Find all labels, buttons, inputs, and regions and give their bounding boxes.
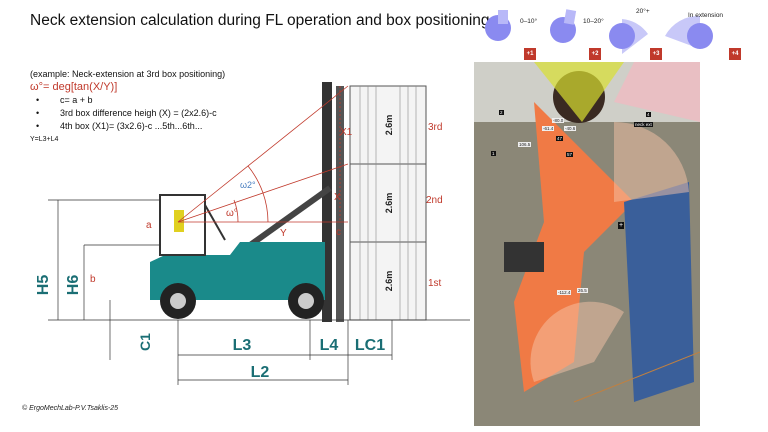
level-3rd: 3rd	[428, 122, 442, 133]
head-flexion-icon	[550, 9, 577, 43]
box-height-label: 2.6m	[384, 271, 394, 292]
photo-label: neck ext	[634, 122, 653, 127]
posture-score: +2	[589, 48, 601, 60]
slide-title: Neck extension calculation during FL ope…	[30, 12, 490, 29]
photo-value: -40.6	[564, 126, 577, 131]
dim-l2: L2	[251, 364, 270, 381]
photo-value: -61.4	[542, 126, 555, 131]
level-1st: 1st	[428, 278, 442, 289]
label-omega2: ω2°	[240, 180, 256, 190]
formula-block: (example: Neck-extension at 3rd box posi…	[30, 68, 225, 146]
label-y: Y	[280, 228, 287, 239]
posture-3: 20°+ +3	[600, 4, 670, 62]
posture-score: +4	[729, 48, 741, 60]
operator-photo: 2 4 neck ext 1 -80.0 -61.4 -40.6 106.5 4…	[474, 62, 700, 426]
head-flexion-icon	[485, 10, 511, 41]
forklift-diagram: 2.6m 2.6m 2.6m 3rd 2nd 1st X1 X c Y a b …	[35, 82, 470, 385]
posture-2: 10–20° +2	[545, 4, 615, 62]
photo-value: 106.5	[518, 142, 532, 147]
label-a: a	[146, 220, 152, 231]
posture-score: +1	[524, 48, 536, 60]
dim-l4: L4	[320, 337, 339, 354]
dim-l3: L3	[233, 337, 252, 354]
photo-label: 2	[499, 110, 504, 115]
y-definition: Y=L3+L4	[30, 136, 59, 143]
mast	[322, 82, 332, 322]
photo-value: 26.5	[577, 288, 588, 293]
head-extension-icon	[665, 15, 713, 49]
photo-label: 1	[491, 151, 496, 156]
label-x: X	[334, 192, 341, 203]
label-omega: ω°	[226, 208, 238, 219]
posture-4: In extension +4	[660, 4, 760, 62]
posture-score: +3	[650, 48, 662, 60]
label-b: b	[90, 274, 96, 285]
dim-c1: C1	[137, 333, 153, 351]
bullet-c: c= a + b	[60, 95, 93, 105]
posture-range: 0–10°	[520, 18, 538, 25]
box-height-label: 2.6m	[384, 115, 394, 136]
posture-range: In extension	[688, 12, 724, 19]
example-text: (example: Neck-extension at 3rd box posi…	[30, 69, 226, 79]
copyright: © ErgoMechLab-P.V.Tsaklis-25	[22, 405, 119, 412]
posture-analysis-overlay	[474, 62, 700, 426]
photo-label: 57	[566, 152, 574, 157]
label-c: c	[336, 227, 341, 238]
neck-posture-scale: 0–10° +1 10–20° +2 20°+ +3 In extension …	[480, 4, 768, 62]
label-x1: X1	[340, 127, 353, 138]
bullet-x1: 4th box (X1)= (3x2.6)-c ...5th...6th...	[60, 121, 203, 131]
dim-h6: H6	[65, 275, 82, 296]
plus-icon: +	[618, 222, 625, 229]
forklift	[150, 194, 325, 319]
box-height-label: 2.6m	[384, 193, 394, 214]
photo-value: -112.4	[557, 290, 572, 295]
photo-label: 47	[556, 136, 564, 141]
dim-h5: H5	[35, 275, 52, 296]
photo-value: -80.0	[552, 118, 565, 123]
photo-label: 4	[646, 112, 651, 117]
container-stack	[349, 85, 427, 321]
level-2nd: 2nd	[426, 195, 443, 206]
posture-range: 20°+	[636, 8, 650, 15]
posture-1: 0–10° +1	[480, 4, 550, 62]
posture-range: 10–20°	[583, 18, 604, 25]
head-flexion-icon	[609, 19, 648, 54]
bullet-x: 3rd box difference heigh (X) = (2x2.6)-c	[60, 108, 217, 118]
main-formula: ω°= deg[tan(X/Y)]	[30, 81, 118, 93]
dim-lc1: LC1	[355, 337, 385, 354]
